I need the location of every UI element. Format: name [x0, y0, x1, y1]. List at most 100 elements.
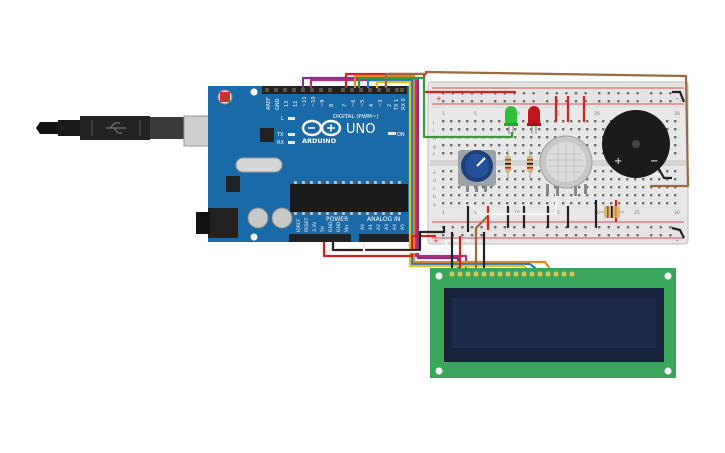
breadboard-hole[interactable]: [578, 136, 581, 139]
breadboard-hole[interactable]: [570, 194, 573, 197]
breadboard-hole[interactable]: [442, 186, 445, 189]
breadboard-hole[interactable]: [602, 194, 605, 197]
breadboard-hole[interactable]: [514, 186, 517, 189]
breadboard-hole[interactable]: [466, 194, 469, 197]
breadboard-hole[interactable]: [538, 170, 541, 173]
breadboard-hole[interactable]: [450, 178, 453, 181]
breadboard-hole[interactable]: [514, 202, 517, 205]
lcd-pin[interactable]: [569, 271, 575, 277]
breadboard-hole[interactable]: [586, 144, 589, 147]
rail-hole[interactable]: [532, 234, 535, 237]
rail-hole[interactable]: [669, 100, 672, 103]
breadboard-hole[interactable]: [514, 170, 517, 173]
breadboard-hole[interactable]: [530, 186, 533, 189]
breadboard-hole[interactable]: [498, 128, 501, 131]
lcd-pin[interactable]: [497, 271, 503, 277]
breadboard-hole[interactable]: [562, 194, 565, 197]
breadboard-hole[interactable]: [442, 170, 445, 173]
rail-hole[interactable]: [451, 226, 454, 229]
breadboard-hole[interactable]: [498, 186, 501, 189]
breadboard-hole[interactable]: [674, 152, 677, 155]
breadboard-hole[interactable]: [578, 202, 581, 205]
breadboard-hole[interactable]: [482, 120, 485, 123]
rail-hole[interactable]: [565, 100, 568, 103]
rail-hole[interactable]: [598, 234, 601, 237]
breadboard-hole[interactable]: [554, 128, 557, 131]
breadboard-hole[interactable]: [538, 144, 541, 147]
breadboard-hole[interactable]: [458, 128, 461, 131]
rail-hole[interactable]: [565, 92, 568, 95]
lcd-display[interactable]: [430, 268, 676, 378]
rail-hole[interactable]: [574, 226, 578, 229]
breadboard-hole[interactable]: [482, 202, 485, 205]
breadboard-hole[interactable]: [554, 136, 557, 139]
breadboard-hole[interactable]: [578, 120, 581, 123]
breadboard-hole[interactable]: [490, 186, 493, 189]
rail-hole[interactable]: [532, 226, 535, 229]
breadboard-hole[interactable]: [522, 170, 525, 173]
lcd-pin[interactable]: [529, 271, 535, 277]
breadboard-hole[interactable]: [594, 136, 597, 139]
breadboard-hole[interactable]: [610, 186, 613, 189]
reset-button[interactable]: [220, 92, 230, 102]
breadboard-hole[interactable]: [634, 202, 637, 205]
gas-sensor[interactable]: [539, 135, 593, 196]
breadboard-hole[interactable]: [570, 128, 573, 131]
rail-hole[interactable]: [584, 92, 587, 95]
breadboard-hole[interactable]: [514, 178, 517, 181]
breadboard-hole[interactable]: [666, 178, 669, 181]
rail-hole[interactable]: [470, 100, 474, 103]
rail-hole[interactable]: [636, 234, 639, 237]
rail-hole[interactable]: [503, 234, 506, 237]
breadboard-hole[interactable]: [498, 120, 501, 123]
rail-hole[interactable]: [598, 226, 601, 229]
rail-hole[interactable]: [494, 226, 497, 229]
breadboard-hole[interactable]: [538, 194, 541, 197]
rail-hole[interactable]: [626, 234, 630, 237]
breadboard-hole[interactable]: [466, 202, 469, 205]
rail-hole[interactable]: [555, 92, 558, 95]
breadboard-hole[interactable]: [610, 170, 613, 173]
breadboard-hole[interactable]: [594, 178, 597, 181]
rail-hole[interactable]: [451, 92, 454, 95]
breadboard-hole[interactable]: [530, 152, 533, 155]
breadboard-hole[interactable]: [610, 202, 613, 205]
rail-hole[interactable]: [546, 234, 549, 237]
rail-hole[interactable]: [442, 100, 445, 103]
breadboard-hole[interactable]: [538, 152, 541, 155]
breadboard-hole[interactable]: [466, 144, 469, 147]
lcd-pin[interactable]: [449, 271, 455, 277]
breadboard-hole[interactable]: [562, 120, 565, 123]
lcd-pin[interactable]: [489, 271, 495, 277]
rail-hole[interactable]: [574, 92, 578, 95]
breadboard-hole[interactable]: [482, 144, 485, 147]
breadboard-hole[interactable]: [450, 202, 453, 205]
rail-hole[interactable]: [461, 234, 464, 237]
rail-hole[interactable]: [513, 226, 516, 229]
breadboard-hole[interactable]: [674, 170, 677, 173]
breadboard-hole[interactable]: [610, 194, 613, 197]
breadboard-hole[interactable]: [570, 202, 573, 205]
rail-hole[interactable]: [532, 92, 535, 95]
rail-hole[interactable]: [574, 100, 578, 103]
breadboard-hole[interactable]: [506, 194, 509, 197]
rail-hole[interactable]: [470, 226, 474, 229]
breadboard-hole[interactable]: [474, 202, 477, 205]
breadboard-hole[interactable]: [658, 178, 661, 181]
breadboard-hole[interactable]: [650, 178, 653, 181]
breadboard-hole[interactable]: [522, 136, 525, 139]
breadboard-hole[interactable]: [458, 120, 461, 123]
breadboard-hole[interactable]: [618, 186, 621, 189]
breadboard-hole[interactable]: [586, 178, 589, 181]
breadboard-hole[interactable]: [522, 128, 525, 131]
rail-hole[interactable]: [598, 92, 601, 95]
breadboard-hole[interactable]: [602, 178, 605, 181]
breadboard-hole[interactable]: [498, 202, 501, 205]
breadboard-hole[interactable]: [458, 186, 461, 189]
breadboard-hole[interactable]: [594, 186, 597, 189]
rail-hole[interactable]: [607, 92, 610, 95]
rail-hole[interactable]: [584, 226, 587, 229]
rail-hole[interactable]: [626, 92, 630, 95]
breadboard-hole[interactable]: [482, 186, 485, 189]
breadboard-hole[interactable]: [474, 194, 477, 197]
